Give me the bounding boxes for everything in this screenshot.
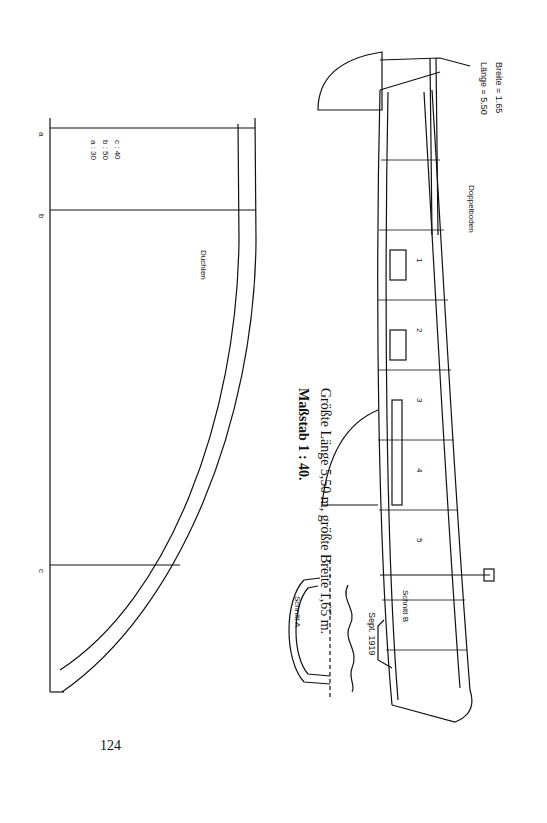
- plan-label: 1: [414, 258, 424, 262]
- plan-label: c : 40: [112, 140, 122, 160]
- tiller: [380, 58, 470, 66]
- plan-label: a : 30: [88, 140, 98, 160]
- plan-label: a: [36, 132, 46, 136]
- centerboard-case: [392, 400, 402, 505]
- section-b: [378, 620, 392, 668]
- plan-label: Breite = 1.65: [493, 62, 504, 113]
- thwart-box: [390, 250, 406, 280]
- hull-inner: [60, 124, 239, 670]
- rudder-blade: [318, 52, 382, 110]
- plan-label: Doppelboden: [466, 185, 476, 233]
- stern-post: [430, 58, 432, 235]
- scale-note: Maßstab 1 : 40.: [294, 388, 311, 481]
- hull-outline: [62, 118, 256, 692]
- station-c: [50, 564, 180, 565]
- gunwale-line: [386, 92, 398, 700]
- signature-stroke: [346, 585, 354, 692]
- centerline: [49, 118, 50, 692]
- mast-line: [380, 574, 490, 575]
- stern-post: [436, 58, 438, 235]
- keel-inner-line: [424, 92, 460, 688]
- transom: [380, 72, 440, 90]
- plan-label: b: [36, 214, 46, 218]
- figure-caption: Größte Länge 5,50 m, größte Breite 1,65 …: [316, 388, 333, 634]
- plan-label: Länge = 5.50: [478, 62, 489, 115]
- station-a: [50, 127, 255, 128]
- plan-label: 2: [414, 328, 424, 332]
- station-b: [50, 209, 256, 210]
- sheer-line: [378, 90, 392, 705]
- plan-label: b : 50: [100, 140, 110, 160]
- plan-label: 4: [414, 468, 424, 472]
- page-number: 124: [100, 738, 121, 755]
- plan-label: 5: [414, 538, 424, 542]
- plan-label: Schnitt B: [400, 590, 410, 622]
- plan-label: Sept. 1919: [366, 612, 377, 656]
- plan-label: 3: [414, 398, 424, 402]
- plan-label: c: [36, 569, 46, 573]
- bottom-edge: [50, 691, 64, 692]
- plan-label: Duchten: [198, 250, 208, 280]
- mast-step: [484, 569, 494, 581]
- thwart-box: [390, 330, 406, 360]
- plan-label: Schnitt A: [292, 596, 302, 628]
- station-lines: [378, 160, 467, 650]
